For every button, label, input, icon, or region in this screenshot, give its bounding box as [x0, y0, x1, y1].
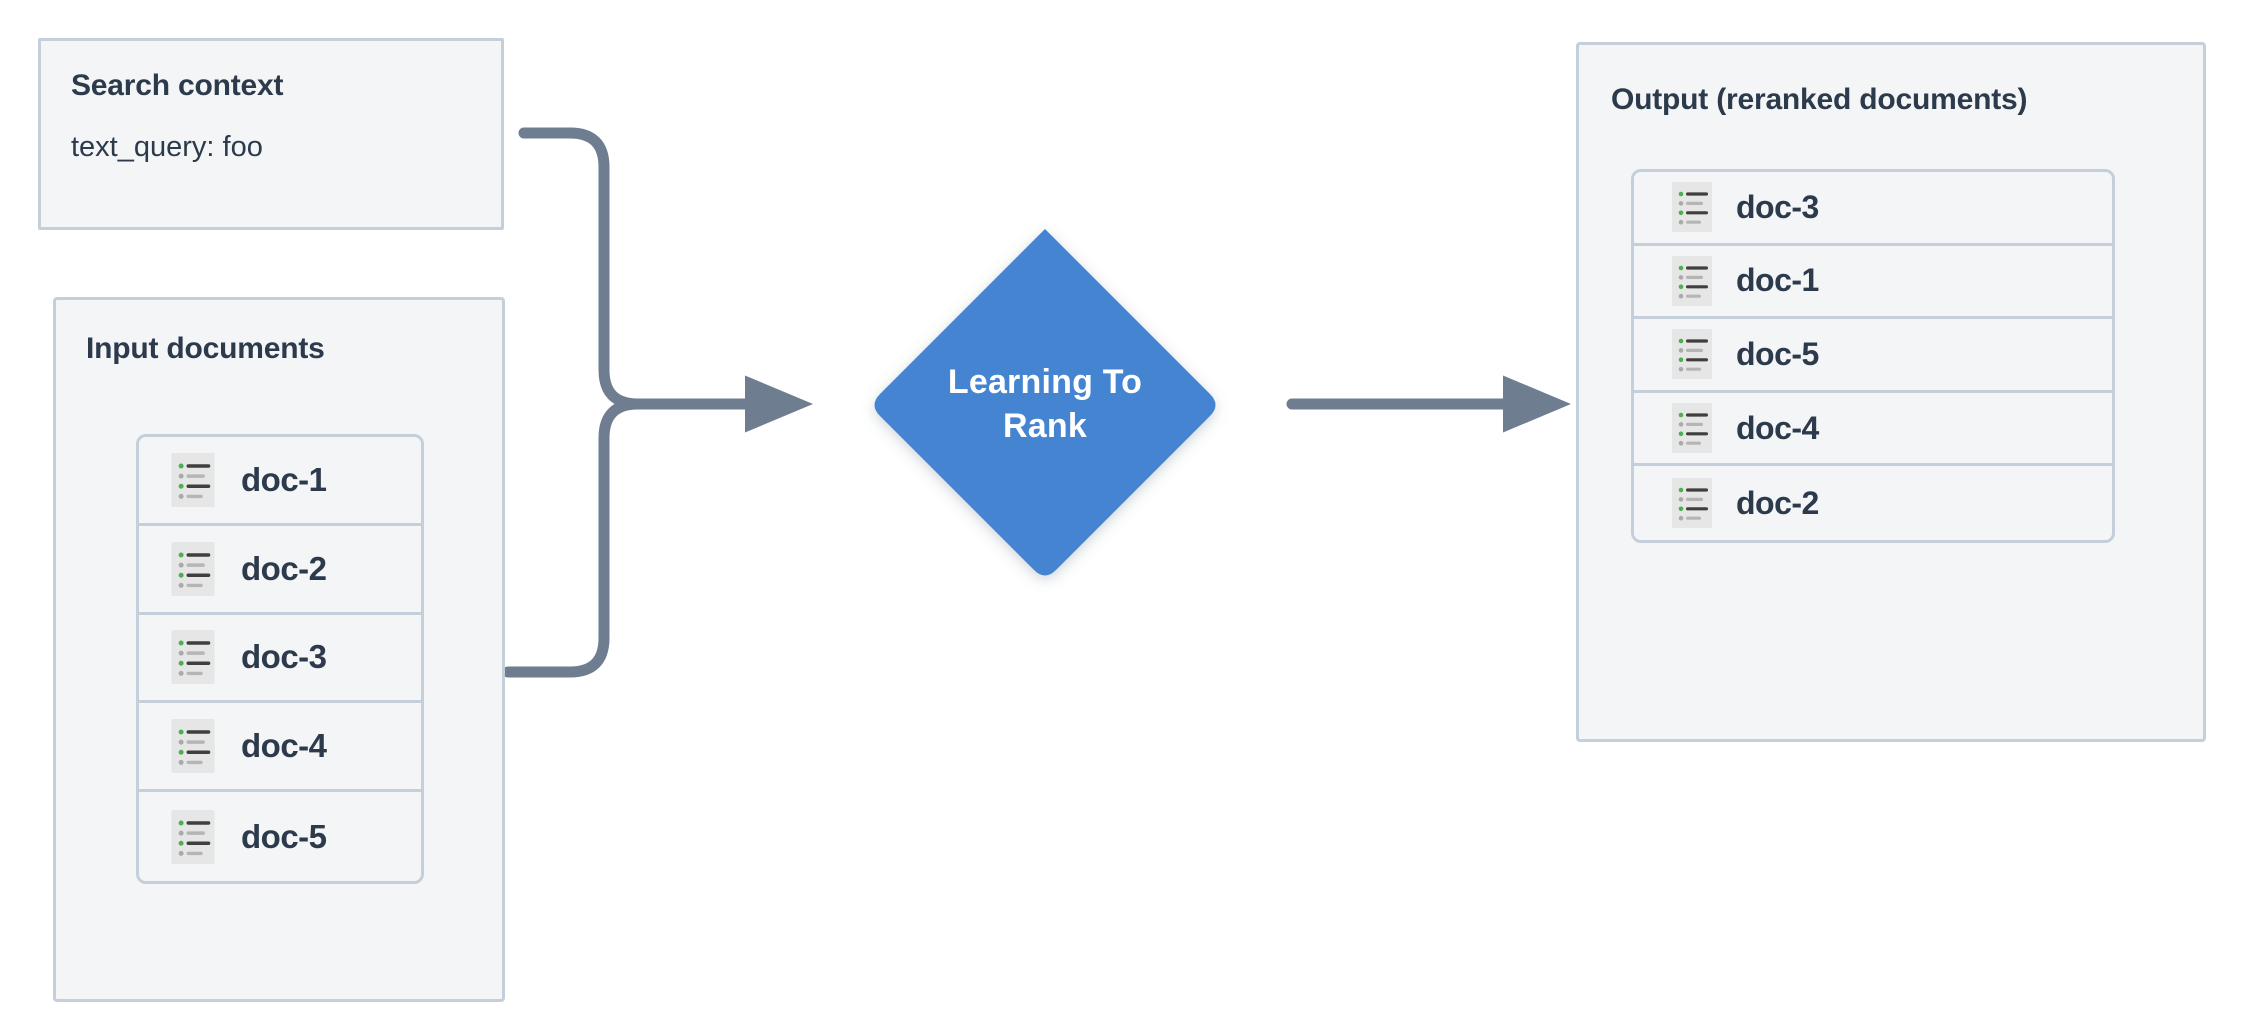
- input-documents-title: Input documents: [86, 332, 325, 365]
- document-list-icon: [171, 541, 215, 596]
- document-row[interactable]: doc-4: [1634, 392, 2112, 467]
- document-list-icon: [1672, 182, 1712, 233]
- document-list-icon: [1672, 478, 1712, 529]
- document-label: doc-5: [1736, 335, 1819, 372]
- search-context-title: Search context: [71, 69, 284, 102]
- document-row[interactable]: doc-4: [139, 703, 421, 793]
- connector-input-documents-to-ltr: [502, 398, 644, 678]
- diamond-shape: [874, 229, 1216, 576]
- document-label: doc-3: [241, 638, 327, 676]
- document-list-icon: [171, 719, 215, 774]
- document-list-icon: [1672, 403, 1712, 454]
- document-row[interactable]: doc-2: [1634, 466, 2112, 540]
- document-list-icon: [171, 452, 215, 507]
- document-row[interactable]: doc-1: [1634, 245, 2112, 320]
- document-list-icon: [171, 809, 215, 864]
- document-label: doc-4: [1736, 409, 1819, 446]
- document-row[interactable]: doc-3: [139, 614, 421, 704]
- document-row[interactable]: doc-2: [139, 525, 421, 615]
- document-label: doc-2: [1736, 484, 1819, 521]
- document-label: doc-4: [241, 727, 327, 765]
- document-list-icon: [171, 630, 215, 685]
- document-label: doc-3: [1736, 188, 1819, 225]
- learning-to-rank-node[interactable]: Learning To Rank: [810, 170, 1280, 640]
- document-row[interactable]: doc-1: [139, 437, 421, 526]
- document-list-icon: [1672, 329, 1712, 380]
- input-document-list: doc-1 doc-2 doc-3 doc-4 doc-5: [136, 434, 424, 884]
- document-row[interactable]: doc-3: [1634, 172, 2112, 246]
- search-context-query: text_query: foo: [71, 131, 263, 163]
- document-row[interactable]: doc-5: [1634, 319, 2112, 393]
- output-document-list: doc-3 doc-1 doc-5 doc-4 doc-2: [1631, 169, 2115, 543]
- document-list-icon: [1672, 255, 1712, 306]
- search-context-panel: Search context text_query: foo: [38, 38, 504, 230]
- document-label: doc-2: [241, 549, 327, 587]
- document-label: doc-1: [1736, 262, 1819, 299]
- document-label: doc-1: [241, 460, 327, 498]
- output-documents-title: Output (reranked documents): [1611, 83, 2028, 116]
- document-row[interactable]: doc-5: [139, 792, 421, 881]
- document-label: doc-5: [241, 817, 327, 855]
- connector-search-context-to-ltr: [518, 127, 644, 410]
